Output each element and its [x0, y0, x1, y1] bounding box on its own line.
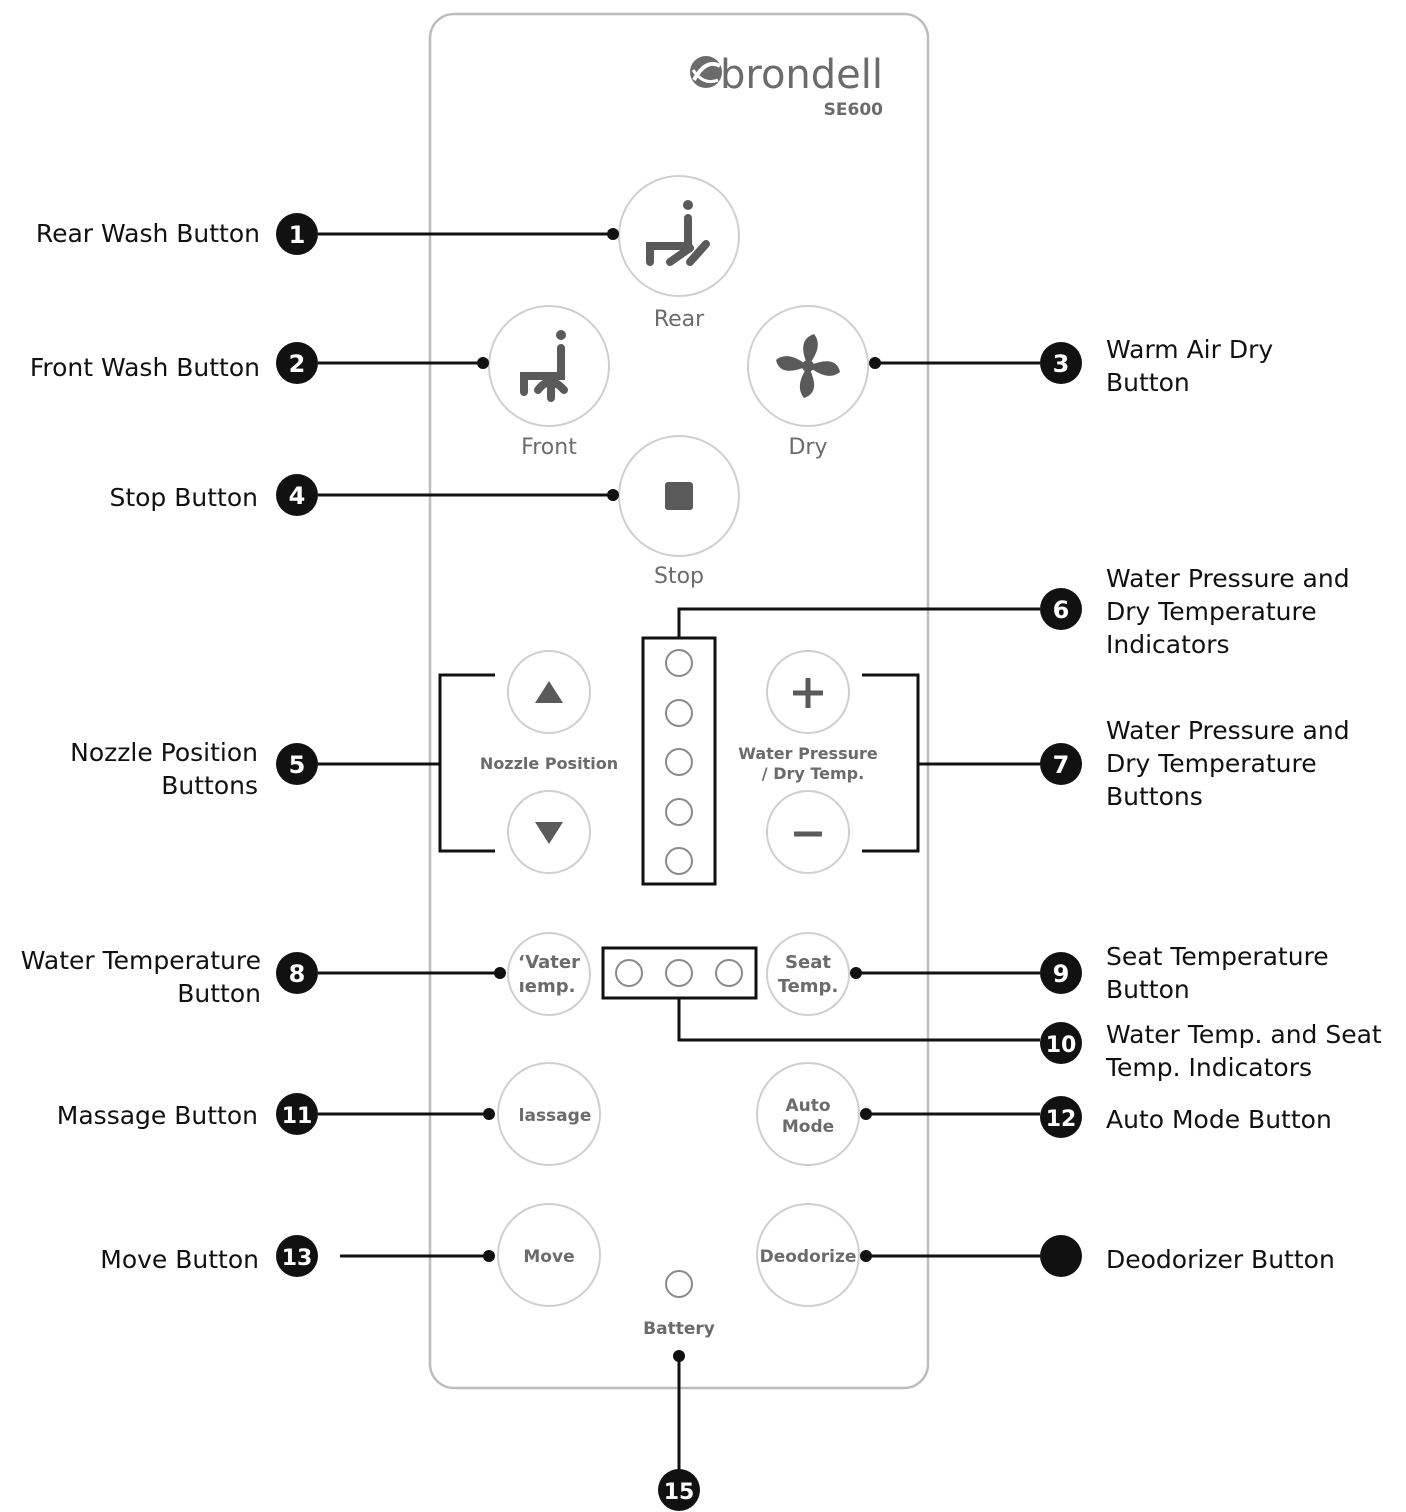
svg-text:11: 11 — [282, 1104, 313, 1129]
move-button[interactable] — [497, 1203, 601, 1307]
callout-label-13: Move Button — [100, 1245, 259, 1274]
svg-text:8: 8 — [289, 960, 306, 988]
marker-10: 10 — [1040, 1022, 1082, 1064]
callout-label-8: Water Temperature Button — [20, 946, 261, 1008]
svg-text:5: 5 — [289, 751, 306, 779]
rear-wash-button[interactable] — [618, 175, 740, 297]
deodorize-button[interactable] — [756, 1203, 860, 1307]
water-pressure-label-1: Water Pressure — [738, 744, 878, 763]
svg-text:12: 12 — [1046, 1107, 1077, 1132]
callout-label-4: Stop Button — [109, 483, 258, 512]
seat-temp-button[interactable] — [766, 932, 850, 1016]
model-name: SE600 — [824, 100, 884, 120]
callout-label-14: Deodorizer Button — [1106, 1245, 1335, 1274]
brand-name: brondell — [720, 52, 883, 98]
battery-indicator — [665, 1270, 693, 1298]
marker-14 — [1040, 1235, 1082, 1277]
marker-9: 9 — [1040, 952, 1082, 994]
battery-label: Battery — [643, 1319, 715, 1339]
svg-text:1: 1 — [289, 221, 306, 249]
svg-text:10: 10 — [1046, 1033, 1077, 1058]
pressure-minus-button[interactable] — [766, 790, 850, 874]
fan-icon — [776, 334, 840, 398]
callout-label-3: Warm Air Dry Button — [1106, 335, 1274, 397]
front-wash-icon — [520, 330, 568, 402]
svg-text:15: 15 — [664, 1480, 695, 1505]
marker-2: 2 — [276, 342, 318, 384]
svg-text:2: 2 — [289, 350, 306, 378]
marker-7: 7 — [1040, 743, 1082, 785]
callout-markers: 1 2 3 4 5 6 7 8 — [276, 213, 1082, 1511]
auto-mode-label-2: Mode — [782, 1117, 834, 1137]
marker-8: 8 — [276, 952, 318, 994]
marker-4: 4 — [276, 474, 318, 516]
nozzle-position-label: Nozzle Position — [480, 754, 618, 773]
deodorize-label: Deodorize — [760, 1247, 857, 1267]
brondell-logo-icon — [690, 56, 722, 88]
svg-text:3: 3 — [1053, 350, 1070, 378]
svg-text:7: 7 — [1053, 751, 1070, 779]
stop-label: Stop — [654, 564, 704, 589]
water-temp-label-1: ‘Vater — [518, 952, 580, 973]
svg-text:6: 6 — [1053, 596, 1070, 624]
callout-label-11: Massage Button — [56, 1101, 258, 1130]
massage-label: lassage — [519, 1106, 592, 1126]
callout-label-10: Water Temp. and Seat Temp. Indicators — [1106, 1020, 1382, 1082]
marker-5: 5 — [276, 743, 318, 785]
rear-label: Rear — [654, 307, 705, 332]
marker-15: 15 — [658, 1469, 700, 1511]
stop-icon — [665, 482, 693, 510]
marker-3: 3 — [1040, 342, 1082, 384]
water-temp-button[interactable] — [507, 932, 591, 1016]
marker-11: 11 — [276, 1093, 318, 1135]
temp-indicators — [615, 959, 743, 987]
front-label: Front — [521, 435, 577, 460]
pressure-plus-button[interactable] — [766, 650, 850, 734]
svg-text:9: 9 — [1053, 960, 1070, 988]
marker-13: 13 — [276, 1235, 318, 1277]
seat-temp-label-1: Seat — [785, 952, 831, 973]
svg-text:4: 4 — [289, 482, 306, 510]
plus-icon — [793, 678, 823, 708]
marker-1: 1 — [276, 213, 318, 255]
marker-12: 12 — [1040, 1096, 1082, 1138]
water-temp-label-2: ıemp. — [519, 976, 576, 997]
callout-label-12: Auto Mode Button — [1106, 1105, 1332, 1134]
triangle-up-icon — [535, 681, 563, 703]
svg-text:13: 13 — [282, 1246, 313, 1271]
dry-button[interactable] — [747, 305, 869, 427]
marker-6: 6 — [1040, 588, 1082, 630]
auto-mode-button[interactable] — [756, 1062, 860, 1166]
move-label: Move — [523, 1247, 574, 1267]
nozzle-down-button[interactable] — [507, 790, 591, 874]
water-pressure-label-2: / Dry Temp. — [762, 764, 864, 783]
triangle-down-icon — [535, 822, 563, 844]
callout-label-5: Nozzle Position Buttons — [70, 738, 258, 800]
callout-label-9: Seat Temperature Button — [1106, 942, 1329, 1004]
nozzle-up-button[interactable] — [507, 650, 591, 734]
callout-label-2: Front Wash Button — [29, 353, 260, 382]
callout-label-6: Water Pressure and Dry Temperature Indic… — [1106, 564, 1350, 659]
seat-temp-label-2: Temp. — [778, 976, 839, 997]
pressure-indicators — [665, 649, 693, 875]
callout-label-1: Rear Wash Button — [35, 219, 260, 248]
auto-mode-label-1: Auto — [785, 1096, 830, 1116]
rear-wash-icon — [646, 200, 710, 266]
stop-button[interactable] — [618, 435, 740, 557]
front-wash-button[interactable] — [488, 305, 610, 427]
massage-button[interactable] — [497, 1062, 601, 1166]
dry-label: Dry — [788, 435, 827, 460]
leader-lines — [318, 232, 1040, 1472]
callout-label-7: Water Pressure and Dry Temperature Butto… — [1106, 716, 1350, 811]
leader-dots — [477, 228, 881, 1362]
